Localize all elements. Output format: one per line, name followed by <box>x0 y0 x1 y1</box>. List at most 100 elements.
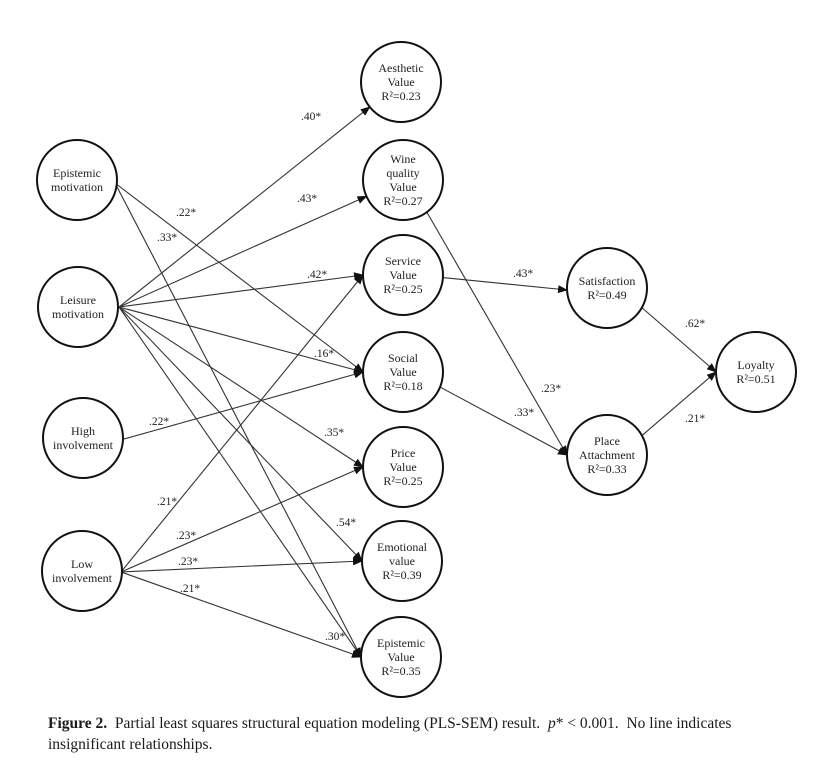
node-r-squared: R²=0.27 <box>383 194 422 208</box>
node-circle <box>361 520 443 602</box>
path-arrow-leisure-motivation-to-social-value <box>118 306 364 374</box>
node-label-line: Value <box>389 180 416 194</box>
pls-sem-diagram: EpistemicmotivationLeisuremotivationHigh… <box>36 41 797 698</box>
node-circle <box>362 234 444 316</box>
node-r-squared: R²=0.23 <box>381 89 420 103</box>
node-label-line: Satisfaction <box>579 274 636 288</box>
path-arrow-epistemic-motivation-to-social-value <box>114 182 364 373</box>
node-label-line: motivation <box>51 180 103 194</box>
path-arrow-service-value-to-satisfaction <box>442 276 568 294</box>
node-circle <box>37 266 119 348</box>
node-circle <box>41 530 123 612</box>
node-label-line: quality <box>386 166 419 180</box>
node-label-line: Emotional <box>377 540 428 554</box>
node-circle <box>362 139 444 221</box>
path-arrow-low-involvement-to-emotional-value <box>120 557 363 573</box>
node-label-line: Value <box>389 268 416 282</box>
node-circle <box>362 426 444 508</box>
node-r-squared: R²=0.49 <box>587 288 626 302</box>
node-r-squared: R²=0.33 <box>587 462 626 476</box>
path-coefficient-label: .42* <box>307 269 327 281</box>
path-coefficient-label: .21* <box>157 496 177 508</box>
path-coefficient-label: .23* <box>176 530 196 542</box>
path-coefficient-label: .43* <box>297 193 317 205</box>
node-label-line: Value <box>389 365 416 379</box>
caption-p-symbol: p <box>547 715 556 732</box>
path-coefficient-label: .35* <box>324 427 344 439</box>
node-label-line: Service <box>385 254 421 268</box>
node-r-squared: R²=0.35 <box>381 664 420 678</box>
path-arrow-leisure-motivation-to-wine-quality-value <box>118 195 368 308</box>
path-arrow-leisure-motivation-to-aesthetic-value <box>118 106 371 308</box>
path-arrow-leisure-motivation-to-epistemic-value <box>118 306 362 658</box>
caption-text: Partial least squares structural equatio… <box>114 715 541 732</box>
node-label-line: Epistemic <box>377 636 425 650</box>
path-coefficient-label: .62* <box>685 318 705 330</box>
node-circle <box>360 41 442 123</box>
path-arrow-leisure-motivation-to-service-value <box>118 272 364 308</box>
node-label-line: Leisure <box>60 293 96 307</box>
path-coefficient-label: .16* <box>314 348 334 360</box>
node-label-line: Low <box>71 557 93 571</box>
path-coefficient-label: .21* <box>685 413 705 425</box>
node-label-line: Price <box>391 446 416 460</box>
node-label-line: Aesthetic <box>378 61 423 75</box>
node-r-squared: R²=0.18 <box>383 379 422 393</box>
path-coefficient-label: .43* <box>513 268 533 280</box>
node-r-squared: R²=0.51 <box>736 372 775 386</box>
path-coefficient-label: .21* <box>180 583 200 595</box>
path-coefficient-label: .22* <box>176 207 196 219</box>
node-label-line: value <box>389 554 415 568</box>
edges-layer <box>114 106 717 658</box>
node-r-squared: R²=0.25 <box>383 474 422 488</box>
node-label-line: Wine <box>390 152 416 166</box>
path-arrow-place-attachment-to-loyalty <box>641 371 717 436</box>
path-coefficient-label: .33* <box>157 232 177 244</box>
path-coefficient-label: .23* <box>178 556 198 568</box>
node-label-line: High <box>71 424 95 438</box>
node-label-line: Value <box>389 460 416 474</box>
node-label-line: Value <box>387 650 414 664</box>
path-coefficient-label: .33* <box>514 407 534 419</box>
node-circle <box>36 139 118 221</box>
node-circle <box>360 616 442 698</box>
figure-caption: Figure 2. Partial least squares structur… <box>48 713 808 755</box>
nodes-layer: EpistemicmotivationLeisuremotivationHigh… <box>36 41 797 698</box>
node-label-line: Value <box>387 75 414 89</box>
path-arrow-satisfaction-to-loyalty <box>641 307 717 373</box>
path-arrow-high-involvement-to-social-value <box>123 370 364 440</box>
path-arrow-epistemic-motivation-to-epistemic-value <box>114 182 362 658</box>
node-label-line: involvement <box>52 571 113 585</box>
path-arrow-low-involvement-to-epistemic-value <box>120 571 362 658</box>
node-circle <box>362 331 444 413</box>
caption-p-threshold: * < 0.001. <box>555 715 619 732</box>
node-label-line: Attachment <box>579 448 636 462</box>
edge-labels-layer: .22*.33*.40*.43*.42*.16*.35*.54*.30*.22*… <box>149 111 705 643</box>
path-arrow-leisure-motivation-to-emotional-value <box>118 306 363 562</box>
node-label-line: Social <box>388 351 419 365</box>
path-arrow-low-involvement-to-service-value <box>120 274 364 573</box>
path-coefficient-label: .54* <box>336 517 356 529</box>
node-r-squared: R²=0.39 <box>382 568 421 582</box>
caption-label: Figure 2. <box>48 715 108 732</box>
node-label-line: Place <box>594 434 620 448</box>
path-arrow-low-involvement-to-price-value <box>120 466 364 573</box>
node-label-line: Loyalty <box>737 358 774 372</box>
path-coefficient-label: .22* <box>149 416 169 428</box>
node-r-squared: R²=0.25 <box>383 282 422 296</box>
node-circle <box>566 247 648 329</box>
